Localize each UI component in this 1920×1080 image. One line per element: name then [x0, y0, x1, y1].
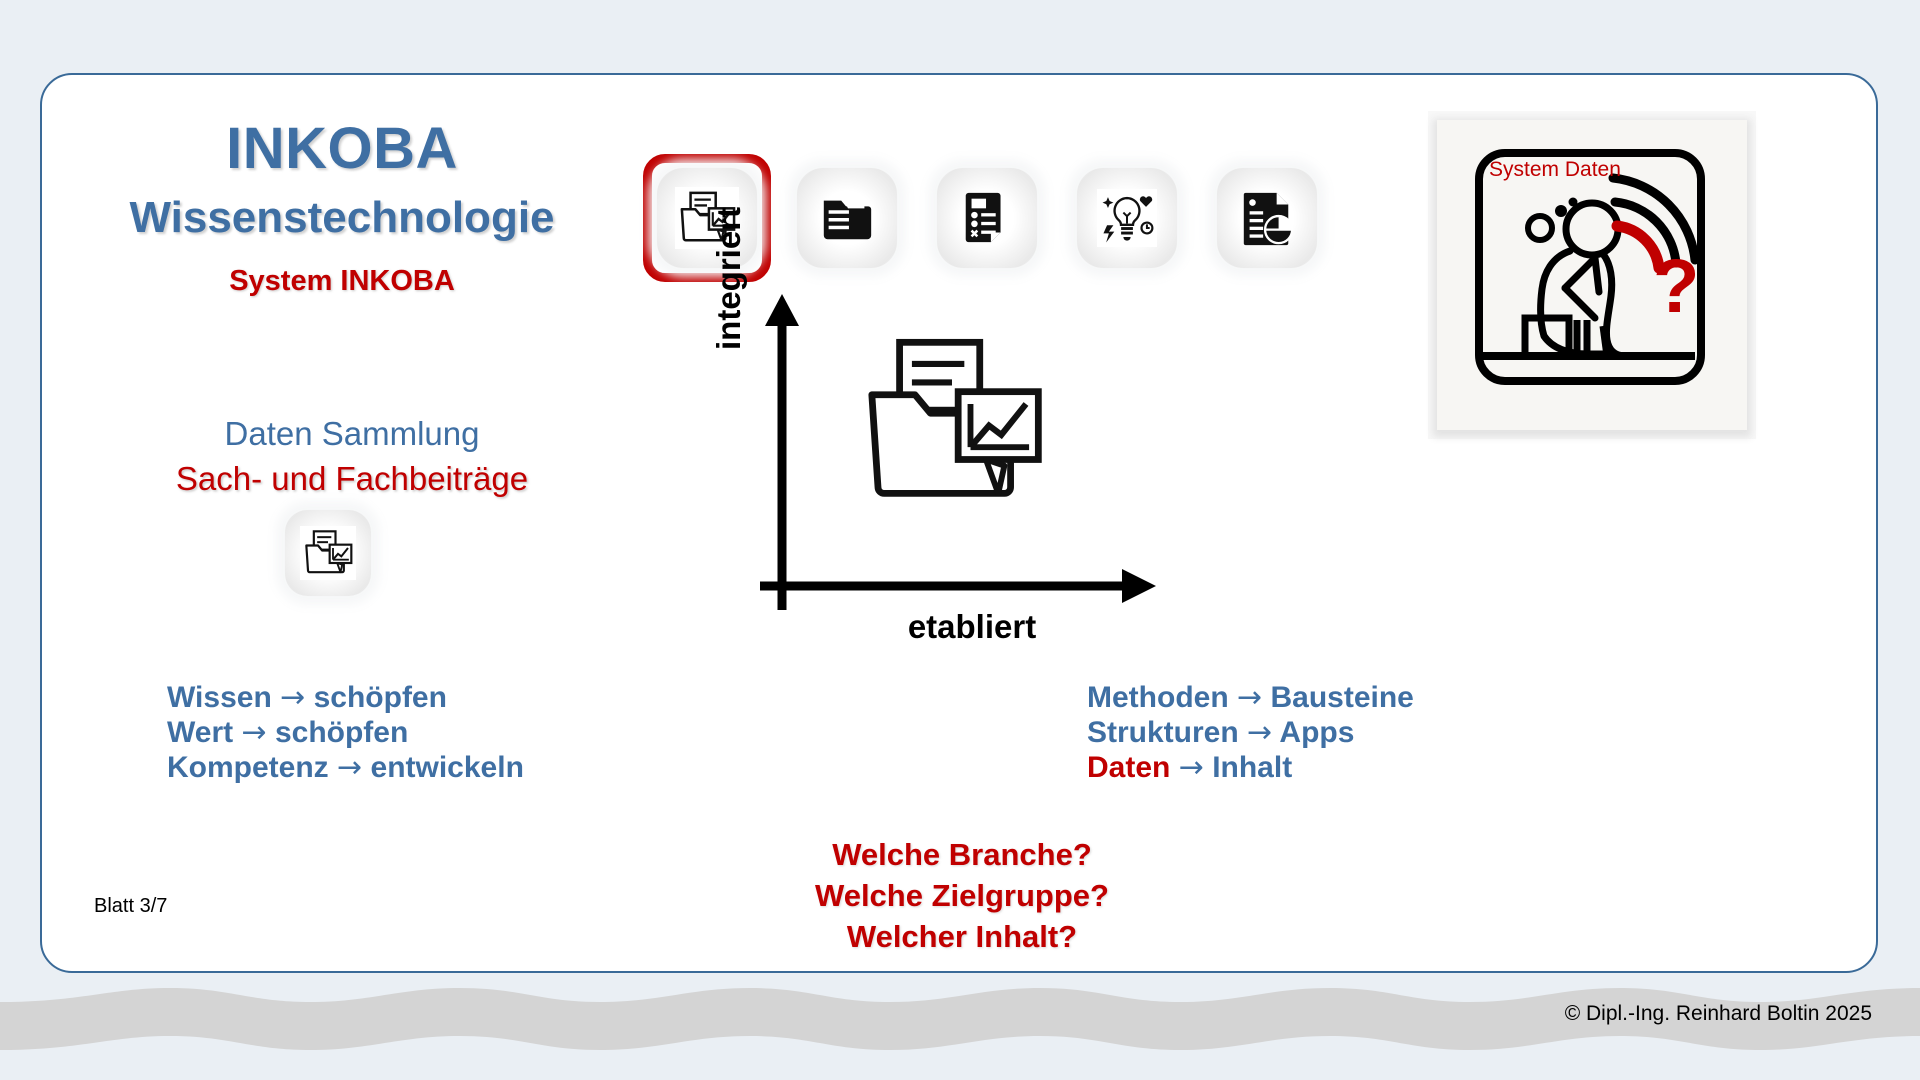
icon-slot-folder-chart[interactable]: [643, 154, 771, 282]
selection-highlight: [643, 154, 771, 282]
icon-slot-document-pie[interactable]: [1217, 168, 1317, 273]
positioning-chart: integriert etabliert: [710, 207, 1192, 650]
arrow-icon: →: [337, 750, 363, 786]
folder-documents-icon: [823, 200, 872, 240]
arrow-icon: →: [1237, 680, 1263, 715]
arrow-icon: →: [1247, 715, 1273, 751]
checklist-document-icon: [965, 192, 1001, 243]
folder-chart-icon: [680, 191, 736, 242]
list-item: Kompetenz → entwickeln: [167, 750, 524, 785]
list-item: Daten → Inhalt: [1087, 750, 1414, 785]
bullet-term: Wissen: [167, 681, 272, 714]
page-subtitle: Wissenstechnologie: [129, 193, 555, 242]
bullet-term: Methoden: [1087, 681, 1229, 714]
icon-slot-folder-documents[interactable]: [797, 168, 897, 273]
chart-item-folder-chart: [847, 330, 1057, 520]
question-line: Welcher Inhalt?: [846, 918, 1078, 954]
bullet-term: Kompetenz: [167, 751, 329, 785]
question-line: Welche Zielgruppe?: [815, 877, 1109, 913]
x-axis-label: etabliert: [907, 608, 1037, 645]
page-title: INKOBA: [226, 116, 458, 181]
list-item: Strukturen → Apps: [1087, 715, 1414, 750]
chart-axes: [760, 294, 1156, 610]
bullet-term: Strukturen: [1087, 716, 1239, 750]
bullet-term: Wert: [167, 716, 234, 750]
bullet-value: entwickeln: [370, 751, 524, 785]
question-line: Welche Branche?: [832, 837, 1092, 872]
bullet-value: Apps: [1279, 716, 1355, 750]
bullet-value: Bausteine: [1270, 681, 1414, 714]
folder-chart-icon: [305, 530, 353, 574]
left-folder-chart-icon-chip: [285, 510, 371, 601]
icon-slot-checklist[interactable]: [937, 168, 1037, 273]
thinker-illustration-card: System Daten: [1437, 120, 1747, 430]
arrow-icon: →: [280, 680, 306, 715]
list-item: Methoden → Bausteine: [1087, 680, 1414, 715]
bullet-term: Daten: [1087, 751, 1171, 785]
arrow-icon: →: [241, 715, 267, 751]
slide-card: INKOBA Wissenstechnologie System INKOBA …: [40, 73, 1878, 973]
question-mark-glyph: ?: [1653, 244, 1699, 329]
contributions-label: Sach- und Fachbeiträge: [175, 460, 529, 497]
folder-chart-icon: [868, 338, 1042, 497]
list-item: Wert → schöpfen: [167, 715, 524, 750]
left-column: INKOBA Wissenstechnologie System INKOBA …: [42, 75, 662, 971]
left-bullet-list: Wissen → schöpfen Wert → schöpfen Kompet…: [167, 680, 524, 785]
bullet-value: Inhalt: [1212, 751, 1293, 785]
y-axis-label: integriert: [710, 206, 747, 350]
bullet-value: schöpfen: [313, 681, 447, 714]
thinker-label: System Daten: [1489, 158, 1621, 181]
system-label: System INKOBA: [229, 265, 455, 297]
copyright-notice: © Dipl.-Ing. Reinhard Boltin 2025: [1564, 1002, 1872, 1025]
icon-slot-lightbulb[interactable]: [1077, 168, 1177, 273]
question-block: Welche Branche? Welche Zielgruppe? Welch…: [742, 835, 1182, 958]
thinker-figure: ?: [1475, 149, 1705, 385]
list-item: Wissen → schöpfen: [167, 680, 524, 715]
lightbulb-idea-icon: [1102, 196, 1154, 243]
right-bullet-list: Methoden → Bausteine Strukturen → Apps D…: [1087, 680, 1414, 785]
decorative-wave-band: [0, 988, 1920, 1050]
sheet-number: Blatt 3/7: [94, 895, 168, 917]
document-pie-chart-icon: [1243, 192, 1294, 246]
arrow-icon: →: [1178, 750, 1204, 786]
data-collection-label: Daten Sammlung: [224, 415, 480, 452]
bullet-value: schöpfen: [274, 716, 409, 750]
icon-toolbar: [643, 150, 1317, 290]
